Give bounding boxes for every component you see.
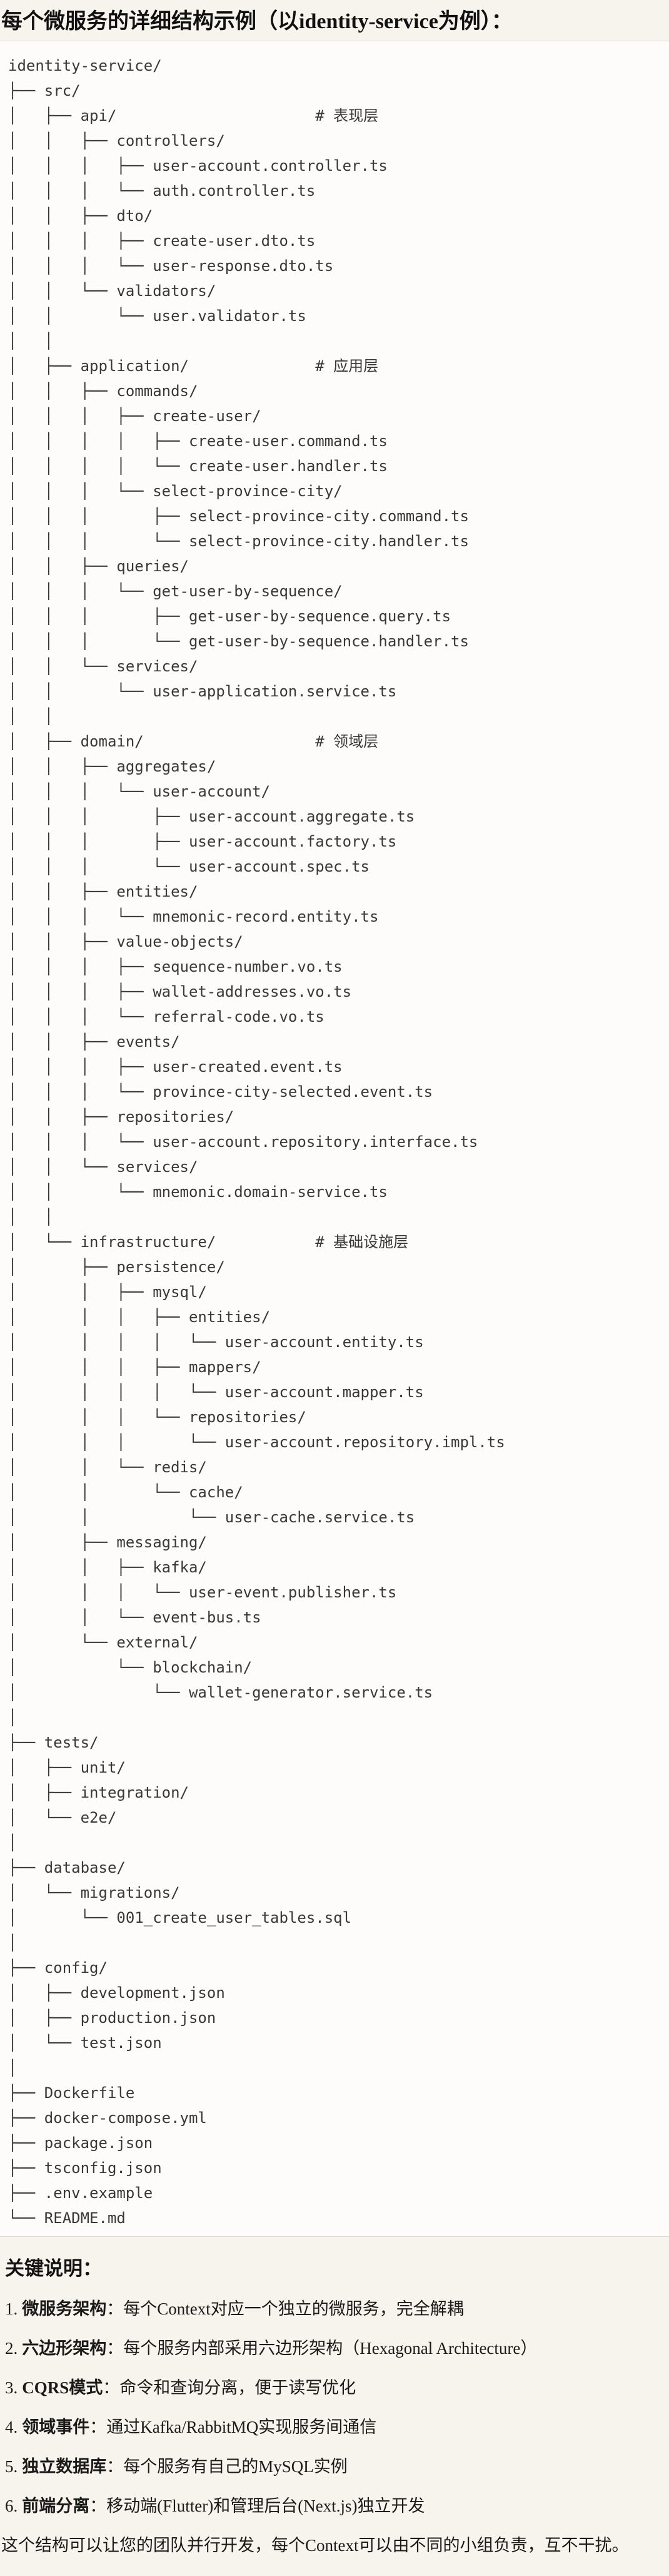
code-block: identity-service/ ├── src/ │ ├── api/ # … (0, 41, 669, 2237)
note-item: 6.前端分离：移动端(Flutter)和管理后台(Next.js)独立开发 (5, 2494, 663, 2518)
note-term: CQRS模式 (22, 2378, 103, 2397)
note-description: ：每个Context对应一个独立的微服务，完全解耦 (106, 2299, 464, 2318)
note-number: 5. (5, 2457, 18, 2476)
page-title: 每个微服务的详细结构示例（以identity-service为例）： (1, 10, 513, 33)
note-description: ：每个服务内部采用六边形架构（Hexagonal Architecture） (106, 2339, 538, 2358)
note-description: ：移动端(Flutter)和管理后台(Next.js)独立开发 (89, 2497, 425, 2515)
note-description: ：命令和查询分离，便于读写优化 (103, 2378, 356, 2397)
note-number: 2. (5, 2339, 18, 2358)
note-term: 独立数据库 (22, 2457, 107, 2476)
note-item: 1.微服务架构：每个Context对应一个独立的微服务，完全解耦 (5, 2297, 663, 2321)
notes-section: 关键说明： 1.微服务架构：每个Context对应一个独立的微服务，完全解耦 2… (0, 2256, 669, 2567)
note-number: 4. (5, 2418, 18, 2436)
note-description: ：通过Kafka/RabbitMQ实现服务间通信 (89, 2418, 377, 2436)
note-term: 前端分离 (22, 2497, 90, 2515)
note-term: 六边形架构 (22, 2339, 107, 2358)
notes-heading: 关键说明： (5, 2258, 102, 2279)
note-number: 1. (5, 2299, 18, 2318)
note-item: 4.领域事件：通过Kafka/RabbitMQ实现服务间通信 (5, 2415, 663, 2440)
note-number: 3. (5, 2378, 18, 2397)
note-item: 3.CQRS模式：命令和查询分离，便于读写优化 (5, 2376, 663, 2400)
note-item: 2.六边形架构：每个服务内部采用六边形架构（Hexagonal Architec… (5, 2336, 663, 2361)
note-term: 领域事件 (22, 2418, 90, 2436)
note-term: 微服务架构 (22, 2299, 107, 2318)
note-number: 6. (5, 2497, 18, 2515)
note-item: 5.独立数据库：每个服务有自己的MySQL实例 (5, 2455, 663, 2479)
directory-tree: identity-service/ ├── src/ │ ├── api/ # … (8, 57, 505, 2227)
summary-paragraph: 这个结构可以让您的团队并行开发，每个Context可以由不同的小组负责，互不干扰… (1, 2536, 629, 2555)
note-description: ：每个服务有自己的MySQL实例 (106, 2457, 348, 2476)
notes-list: 1.微服务架构：每个Context对应一个独立的微服务，完全解耦 2.六边形架构… (5, 2297, 663, 2518)
